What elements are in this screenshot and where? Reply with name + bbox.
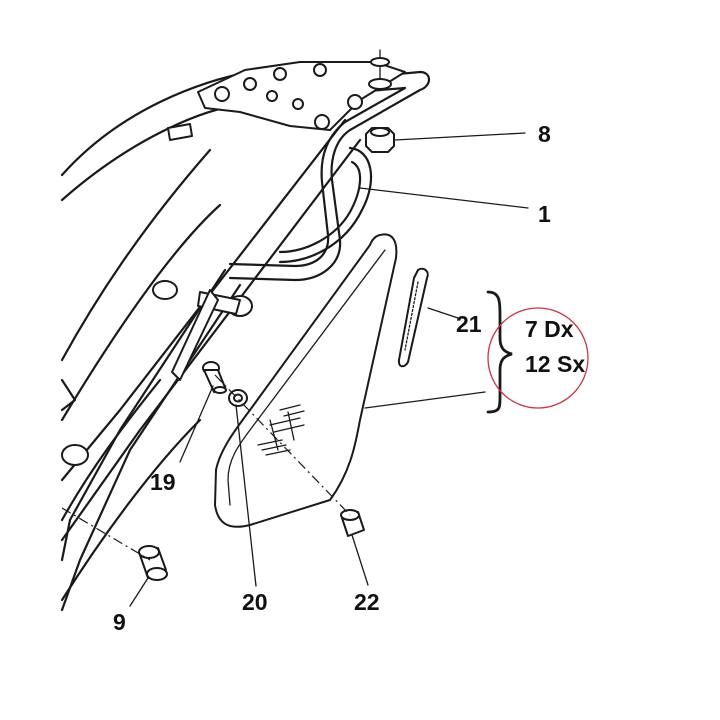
spacer-22 <box>340 509 365 537</box>
rear-frame <box>60 49 431 612</box>
variant-left: 12 Sx <box>525 351 585 377</box>
axis-line-upper <box>214 374 351 516</box>
panel-logo <box>257 404 305 456</box>
callout-22: 22 <box>354 589 380 615</box>
screw-19 <box>202 361 227 394</box>
callout-21: 21 <box>456 311 482 337</box>
callout-19: 19 <box>150 469 176 495</box>
callout-20: 20 <box>242 589 268 615</box>
callout-9: 9 <box>113 609 126 635</box>
bushing-9 <box>138 545 168 581</box>
callout-1: 1 <box>538 201 551 227</box>
highlight-circle <box>487 307 589 409</box>
leader-lines <box>129 132 529 607</box>
axis-line-lower <box>61 507 151 561</box>
callout-8: 8 <box>538 121 551 147</box>
variant-right: 7 Dx <box>525 316 574 342</box>
nut-8 <box>365 127 395 153</box>
side-panel <box>214 233 398 528</box>
decal-strip <box>397 267 429 368</box>
variant-brace <box>486 290 513 414</box>
